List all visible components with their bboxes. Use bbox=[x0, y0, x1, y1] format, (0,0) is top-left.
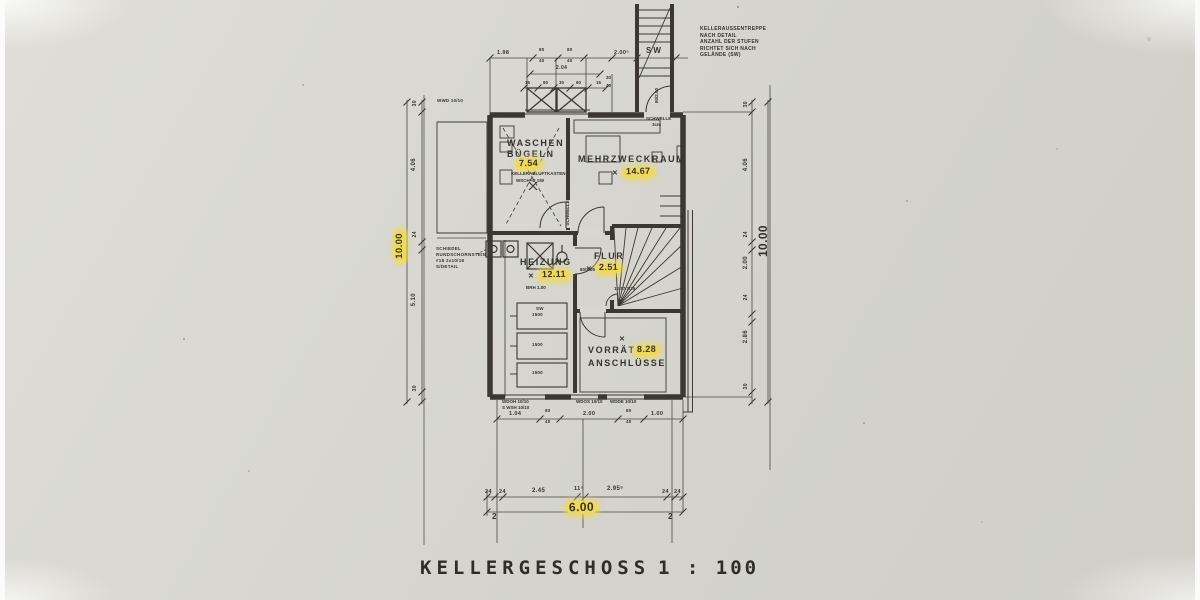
dim-bot-24d: 24 bbox=[674, 489, 681, 495]
dim-bot-2955: 2.95⁵ bbox=[607, 486, 624, 492]
tank-label-1500a: 1500 bbox=[532, 312, 543, 317]
section-mark-left: 2 bbox=[492, 512, 497, 521]
dim-top-w2-80: 80 bbox=[567, 47, 573, 52]
door-size-flur: 80/2.05 bbox=[580, 267, 596, 272]
dim-top-v40: 40 bbox=[606, 83, 612, 88]
note-wdos: WDOS 10/10 bbox=[576, 399, 603, 404]
dim-top-w1-80: 80 bbox=[539, 47, 545, 52]
dim-bot-24b: 24 bbox=[499, 489, 506, 495]
dim-top-s5: 15 bbox=[596, 80, 602, 85]
dim-bot-w2-80: 80 bbox=[626, 408, 632, 413]
drawing-title: KELLERGESCHOSS bbox=[420, 557, 651, 579]
dim-right-24b: 24 bbox=[743, 294, 749, 301]
dim-left-406: 4.06 bbox=[411, 158, 417, 172]
dim-left-total: 10.00 bbox=[394, 230, 405, 262]
dim-right-total: 10.00 bbox=[756, 225, 770, 258]
note-wwd: WWD 10/10 bbox=[437, 98, 464, 103]
x-mark-mehrzweck: ✕ bbox=[612, 170, 619, 177]
dim-right-30b: 30 bbox=[743, 383, 749, 390]
note-kelleraussentreppe: KELLERAUSSENTREPPE NACH DETAIL ANZAHL DE… bbox=[700, 26, 767, 58]
dim-bot-245: 2.45 bbox=[532, 488, 546, 494]
area-vorraete: 8.28 bbox=[633, 344, 660, 356]
x-mark-vorraete: ✕ bbox=[619, 336, 626, 343]
drawing-scale: 1 : 100 bbox=[658, 557, 760, 579]
note-schiedel-chimney: SCHIEDEL RUNDSCHORNSTEIN #18 2x10/18 S/D… bbox=[436, 246, 487, 269]
room-label-vorraete: VORRÄTE bbox=[588, 345, 644, 355]
tank-label-1500b: 1500 bbox=[532, 342, 543, 347]
dim-left-30b: 30 bbox=[412, 385, 418, 392]
dim-top-s4: 60 bbox=[576, 80, 582, 85]
dim-right-200: 2.00 bbox=[743, 256, 749, 270]
dim-bot-104: 1.04 bbox=[509, 411, 522, 417]
dim-bot-115: 11⁵ bbox=[574, 486, 584, 492]
room-label-buegeln: BÜGELN bbox=[507, 149, 555, 159]
dim-top-w1-40: 40 bbox=[539, 58, 545, 63]
x-mark-heizung: ✕ bbox=[528, 273, 535, 280]
dim-right-406: 4.06 bbox=[743, 158, 749, 172]
tank-label-1500c: 1500 bbox=[532, 370, 543, 375]
dim-left-30a: 30 bbox=[412, 100, 418, 107]
paper-background bbox=[5, 0, 1195, 600]
dim-right-24a: 24 bbox=[743, 231, 749, 238]
note-schwelle-tower: SCHWELLE bbox=[646, 116, 672, 121]
note-schwelle-mid: SCHWELLE 2cm bbox=[565, 190, 570, 226]
note-kellerkasten: KELLERABLUFTKASTEN bbox=[511, 171, 566, 176]
note-wdde: WDDE 10/10 bbox=[610, 399, 637, 404]
room-label-heizung: HEIZUNG bbox=[520, 257, 572, 267]
sw-stair-label: SW bbox=[646, 46, 663, 55]
note-stair-steps: 12/17.7/25 bbox=[614, 286, 636, 291]
dim-top-s3: 30 bbox=[559, 80, 565, 85]
dim-top-2005: 2.00⁵ bbox=[614, 50, 630, 56]
note-wdoh: WDOH 10/10 bbox=[502, 399, 529, 404]
area-mehrzweck: 14.67 bbox=[622, 166, 654, 178]
x-mark-flur: ✕ bbox=[586, 266, 593, 273]
note-wsch-sw: WSCH+B SW bbox=[516, 178, 545, 183]
dim-left-510: 5.10 bbox=[411, 293, 417, 307]
dim-top-s1: 15 bbox=[525, 80, 531, 85]
note-brh: BRH 1.00 bbox=[526, 285, 546, 290]
dim-right-30a: 30 bbox=[743, 101, 749, 108]
dim-bot-24c: 24 bbox=[662, 489, 669, 495]
room-label-anschluesse: ANSCHLÜSSE bbox=[588, 358, 667, 368]
dim-left-24: 24 bbox=[412, 231, 418, 238]
dim-top-w2-40: 40 bbox=[567, 58, 573, 63]
dim-bot-24a: 24 bbox=[485, 489, 492, 495]
dim-bot-w1-80: 80 bbox=[545, 408, 551, 413]
tank-label-sw: SW bbox=[536, 306, 544, 311]
room-label-mehrzweckraum: MEHRZWECKRAUM bbox=[578, 154, 686, 164]
room-label-flur: FLUR bbox=[594, 251, 625, 261]
area-waschen: 7.54 bbox=[515, 158, 542, 170]
section-mark-right: 2 bbox=[668, 512, 673, 521]
dim-right-286: 2.86 bbox=[743, 330, 749, 344]
dim-bot-100: 1.00 bbox=[651, 411, 664, 417]
area-heizung: 12.11 bbox=[538, 269, 570, 281]
dim-top-s2: 60 bbox=[543, 80, 549, 85]
area-flur: 2.51 bbox=[595, 262, 622, 274]
dim-bot-200: 2.00 bbox=[583, 411, 596, 417]
note-schwelle-tower-2: 3cm bbox=[652, 122, 662, 127]
room-label-waschen: WASCHEN bbox=[507, 138, 565, 148]
dim-bot-w1-40: 40 bbox=[545, 419, 551, 424]
note-swsh: S WSH 10/10 bbox=[502, 405, 530, 410]
dim-bot-w2-40: 40 bbox=[626, 419, 632, 424]
dim-bot-total: 6.00 bbox=[565, 500, 598, 515]
dim-top-198: 1.98 bbox=[497, 50, 510, 56]
dim-top-v30: 30 bbox=[606, 75, 612, 80]
door-size-tower: 80/2.00 bbox=[654, 88, 659, 104]
dim-top-204: 2.04 bbox=[556, 65, 568, 71]
